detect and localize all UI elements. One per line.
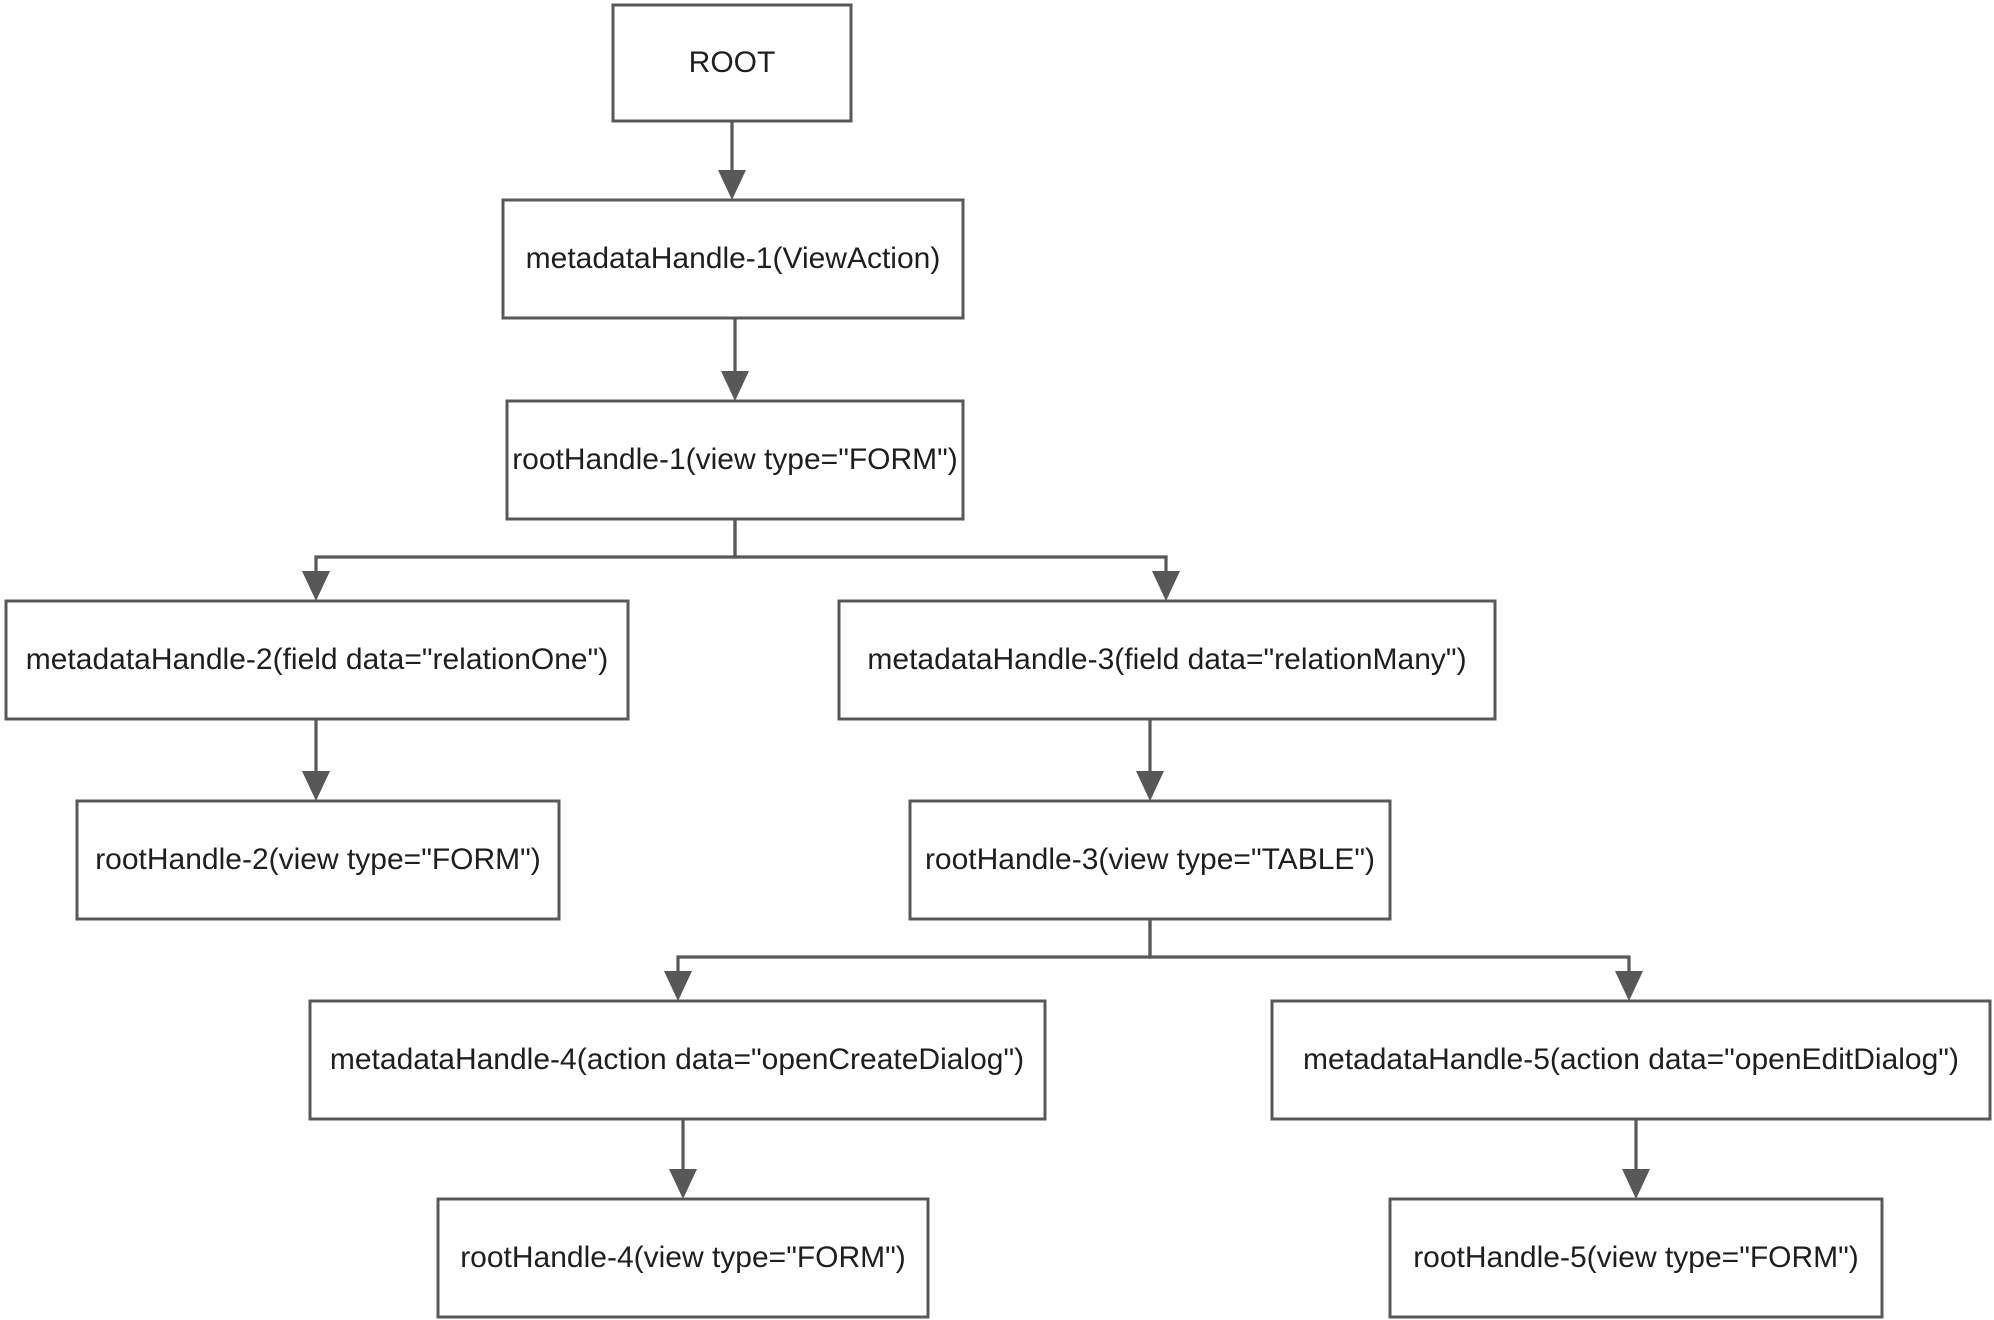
node-box[interactable]	[75, 799, 561, 921]
node-box[interactable]	[501, 198, 965, 320]
edge-rootHandle-3-to-metadataHandle-5	[1148, 919, 1643, 1001]
node-metadatahandle-1[interactable]: metadataHandle-1(ViewAction)	[501, 198, 965, 320]
node-label: rootHandle-2(view type="FORM")	[95, 843, 541, 876]
node-label: metadataHandle-5(action data="openEditDi…	[1303, 1043, 1959, 1076]
node-box[interactable]	[908, 799, 1392, 921]
node-label: metadataHandle-2(field data="relationOne…	[26, 643, 608, 676]
arrow-head-icon	[721, 371, 749, 401]
node-box[interactable]	[505, 399, 965, 521]
edge-metadataHandle-1-to-rootHandle-1	[721, 318, 749, 401]
node-label: rootHandle-1(view type="FORM")	[512, 443, 958, 476]
node-box[interactable]	[611, 3, 853, 123]
arrow-head-icon	[669, 1169, 697, 1199]
edge-metadataHandle-2-to-rootHandle-2	[302, 719, 330, 801]
node-roothandle-1[interactable]: rootHandle-1(view type="FORM")	[505, 399, 965, 521]
arrow-head-icon	[718, 170, 746, 200]
node-label: metadataHandle-3(field data="relationMan…	[867, 643, 1466, 676]
edge-metadataHandle-3-to-rootHandle-3	[1136, 719, 1164, 801]
arrow-head-icon	[1152, 571, 1180, 601]
node-label: rootHandle-5(view type="FORM")	[1413, 1241, 1859, 1274]
arrow-head-icon	[664, 971, 692, 1001]
node-roothandle-2[interactable]: rootHandle-2(view type="FORM")	[75, 799, 561, 921]
node-label: rootHandle-4(view type="FORM")	[460, 1241, 906, 1274]
edges-layer	[302, 121, 1650, 1199]
node-roothandle-3[interactable]: rootHandle-3(view type="TABLE")	[908, 799, 1392, 921]
node-metadatahandle-3[interactable]: metadataHandle-3(field data="relationMan…	[837, 599, 1497, 721]
nodes-layer: ROOT metadataHandle-1(ViewAction) rootHa…	[4, 3, 1992, 1319]
node-box[interactable]	[308, 999, 1047, 1121]
edge-line	[733, 519, 1168, 584]
node-box[interactable]	[837, 599, 1497, 721]
arrow-head-icon	[1622, 1169, 1650, 1199]
node-box[interactable]	[436, 1197, 930, 1319]
node-metadatahandle-2[interactable]: metadataHandle-2(field data="relationOne…	[4, 599, 630, 721]
node-roothandle-4[interactable]: rootHandle-4(view type="FORM")	[436, 1197, 930, 1319]
arrow-head-icon	[302, 571, 330, 601]
edge-rootHandle-3-to-metadataHandle-4	[664, 919, 1152, 1001]
node-root[interactable]: ROOT	[611, 3, 853, 123]
node-roothandle-5[interactable]: rootHandle-5(view type="FORM")	[1388, 1197, 1884, 1319]
edge-line	[1148, 919, 1631, 984]
node-label: metadataHandle-4(action data="openCreate…	[330, 1043, 1024, 1076]
edge-root-to-metadataHandle-1	[718, 121, 746, 200]
edge-rootHandle-1-to-metadataHandle-2	[302, 519, 737, 601]
edge-line	[676, 919, 1152, 984]
node-label: metadataHandle-1(ViewAction)	[526, 242, 941, 275]
node-box[interactable]	[4, 599, 630, 721]
edge-line	[314, 519, 737, 584]
node-label: rootHandle-3(view type="TABLE")	[925, 843, 1375, 876]
arrow-head-icon	[302, 771, 330, 801]
node-box[interactable]	[1270, 999, 1992, 1121]
node-label: ROOT	[689, 46, 776, 79]
edge-metadataHandle-5-to-rootHandle-5	[1622, 1119, 1650, 1199]
node-box[interactable]	[1388, 1197, 1884, 1319]
node-metadatahandle-5[interactable]: metadataHandle-5(action data="openEditDi…	[1270, 999, 1992, 1121]
node-metadatahandle-4[interactable]: metadataHandle-4(action data="openCreate…	[308, 999, 1047, 1121]
edge-rootHandle-1-to-metadataHandle-3	[733, 519, 1180, 601]
edge-metadataHandle-4-to-rootHandle-4	[669, 1119, 697, 1199]
arrow-head-icon	[1615, 971, 1643, 1001]
arrow-head-icon	[1136, 771, 1164, 801]
